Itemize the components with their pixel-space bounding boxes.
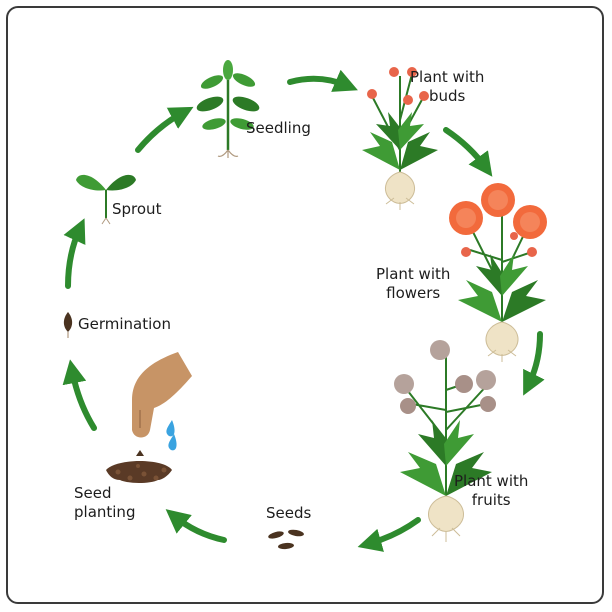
label-line: flowers [386, 284, 441, 302]
label-line: Sprout [112, 200, 162, 218]
plant-with-flowers-illustration [449, 183, 547, 362]
arrow-flowers-to-fruits [523, 331, 545, 396]
label-line: Seed [74, 484, 112, 502]
label-line: Seedling [246, 119, 311, 137]
label-line: planting [74, 503, 136, 521]
seedling-illustration [196, 60, 260, 158]
label-seeds: Seeds [266, 504, 311, 523]
arrow-sprout-to-seedling [135, 106, 194, 153]
germination-illustration [63, 312, 73, 338]
sprout-illustration [76, 174, 136, 225]
label-line: fruits [471, 491, 511, 509]
arrow-fruits-to-seeds [357, 517, 421, 552]
label-line: Plant with [376, 265, 451, 283]
diagram-frame [6, 6, 604, 604]
flower-heads [449, 183, 547, 239]
arrow-seedling-to-buds [287, 69, 358, 92]
label-line: buds [429, 87, 466, 105]
seed-planting-illustration [106, 352, 192, 483]
arrow-planting-to-germination [62, 359, 97, 431]
arrow-buds-to-flowers [443, 127, 493, 177]
arrow-seeds-to-planting [165, 509, 227, 543]
label-sprout: Sprout [112, 200, 161, 219]
cycle-arrows [62, 69, 545, 552]
plant-with-fruits-illustration [394, 340, 496, 542]
plant-with-buds-illustration [362, 67, 438, 210]
label-seedling: Seedling [246, 119, 311, 138]
seeds-illustration [268, 529, 304, 550]
label-germination: Germination [78, 315, 171, 334]
arrow-germination-to-sprout [63, 218, 86, 289]
label-line: Plant with [410, 68, 485, 86]
label-line: Germination [78, 315, 171, 333]
label-line: Plant with [454, 472, 529, 490]
label-line: Seeds [266, 504, 312, 522]
